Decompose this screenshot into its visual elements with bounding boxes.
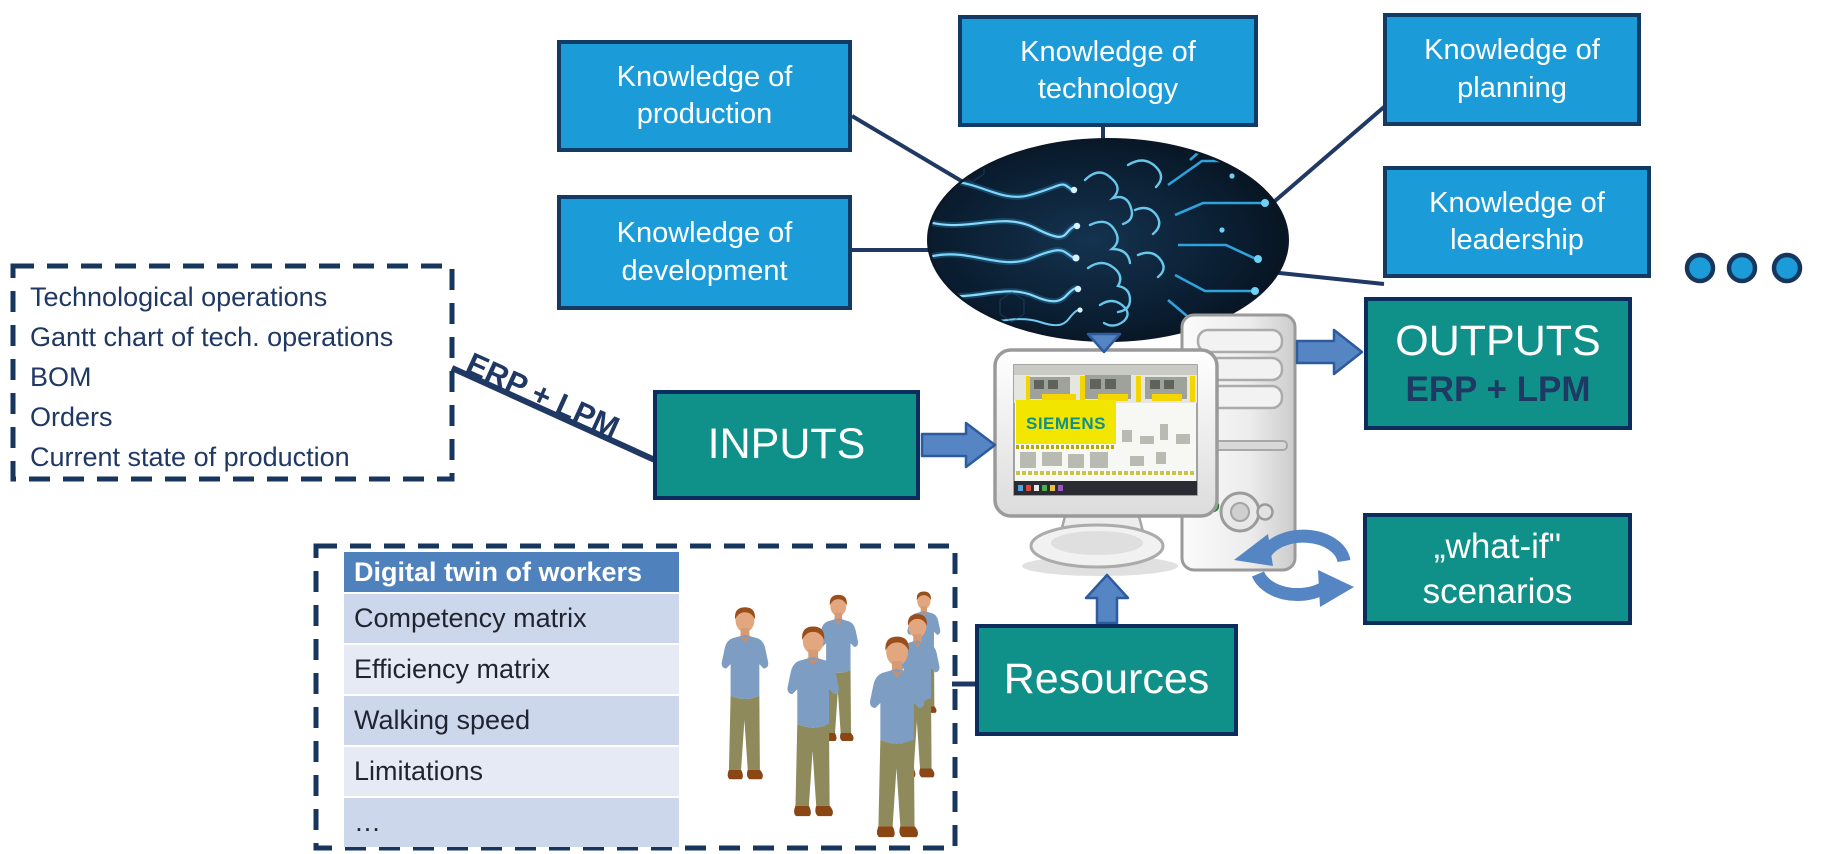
ellipsis-dots xyxy=(1684,252,1803,284)
inputs-list-item: Gantt chart of tech. operations xyxy=(30,322,394,352)
siemens-logo-text: SIEMENS xyxy=(1026,414,1106,433)
knowledge-box-technology: Knowledge of technology xyxy=(958,15,1258,127)
ellipsis-dot xyxy=(1771,252,1803,284)
inputs-dashed-box xyxy=(10,263,455,482)
worker-figure xyxy=(721,607,769,780)
inputs-box-label: INPUTS xyxy=(707,420,866,469)
table-row: … xyxy=(344,798,679,847)
inputs-list-item: Current state of production xyxy=(30,442,350,472)
table-row: Efficiency matrix xyxy=(344,645,679,694)
inputs-list-item: Orders xyxy=(30,402,113,432)
knowledge-box-label: Knowledge of planning xyxy=(1424,34,1600,104)
line-leadership-brain xyxy=(1269,270,1385,286)
knowledge-box-label: Knowledge of production xyxy=(616,60,793,130)
knowledge-box-planning: Knowledge of planning xyxy=(1383,13,1641,126)
flow-arrows xyxy=(920,328,1364,625)
arrow-computer-to-outputs xyxy=(1295,328,1364,376)
line-planning-brain xyxy=(1266,105,1386,209)
computer-monitor: SIEMENS xyxy=(993,348,1219,576)
arrow-inputs-to-computer xyxy=(920,421,997,469)
digital-twin-table: Digital twin of workers Competency matri… xyxy=(344,552,679,847)
knowledge-box-development: Knowledge of development xyxy=(557,195,852,310)
inputs-list: Technological operations Gantt chart of … xyxy=(30,277,393,477)
knowledge-box-production: Knowledge of production xyxy=(557,40,852,152)
inputs-box: INPUTS xyxy=(653,390,920,500)
outputs-box: OUTPUTS ERP + LPM xyxy=(1364,297,1632,430)
arrow-resources-to-computer xyxy=(1084,573,1130,625)
table-row: Limitations xyxy=(344,747,679,796)
knowledge-box-leadership: Knowledge of leadership xyxy=(1383,166,1651,278)
arrow-brain-to-computer xyxy=(1086,332,1122,354)
table-row: Competency matrix xyxy=(344,594,679,643)
inputs-list-item: BOM xyxy=(30,362,92,392)
resources-box-label: Resources xyxy=(1003,655,1210,704)
inputs-list-item: Technological operations xyxy=(30,282,328,312)
workers-image xyxy=(721,591,941,838)
resources-box: Resources xyxy=(975,624,1238,736)
whatif-scenarios-box: „what-if" scenarios xyxy=(1363,513,1632,625)
computer-image: SIEMENS xyxy=(993,313,1297,576)
taskbar xyxy=(1014,481,1197,495)
outputs-box-sublabel: ERP + LPM xyxy=(1405,370,1591,410)
ellipsis-dot xyxy=(1684,252,1716,284)
siemens-banner xyxy=(1016,400,1116,444)
digital-twin-table-header: Digital twin of workers xyxy=(344,552,679,592)
knowledge-box-label: Knowledge of development xyxy=(616,217,793,287)
ai-brain-image xyxy=(927,138,1289,342)
table-row: Walking speed xyxy=(344,696,679,745)
knowledge-box-label: Knowledge of technology xyxy=(1020,35,1196,105)
cycle-arrows-icon xyxy=(1234,529,1354,607)
outputs-box-label: OUTPUTS xyxy=(1395,316,1601,365)
connector-lines xyxy=(450,105,1386,687)
line-erp-lpm xyxy=(450,365,659,464)
resources-dashed-box xyxy=(313,543,958,851)
whatif-label: „what-if" scenarios xyxy=(1422,526,1573,612)
ellipsis-dot xyxy=(1726,252,1758,284)
knowledge-box-label: Knowledge of leadership xyxy=(1429,186,1605,256)
factory-simulation-screenshot: SIEMENS xyxy=(1014,365,1197,495)
